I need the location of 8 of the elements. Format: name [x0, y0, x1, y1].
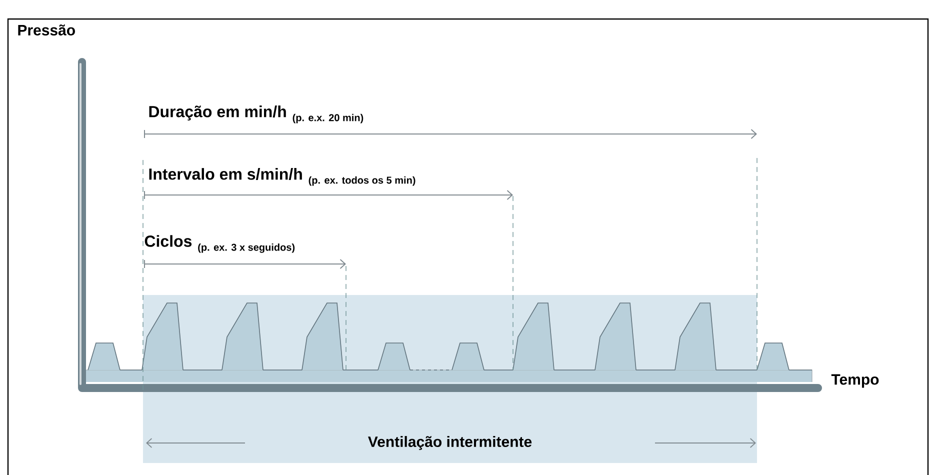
axis-label: Tempo — [831, 374, 879, 388]
axis-label: Pressão — [18, 24, 75, 36]
example-note: (p. ex. 3 x seguidos) — [198, 243, 295, 253]
example-note: (p. e.x. 20 min) — [292, 114, 364, 124]
dimension-label: Intervalo em s/min/h — [149, 168, 302, 180]
example-note: (p. ex. todos os 5 min) — [308, 176, 416, 186]
dimension-label: Ciclos — [144, 235, 192, 247]
dimension-label: Duração em min/h — [149, 106, 286, 120]
